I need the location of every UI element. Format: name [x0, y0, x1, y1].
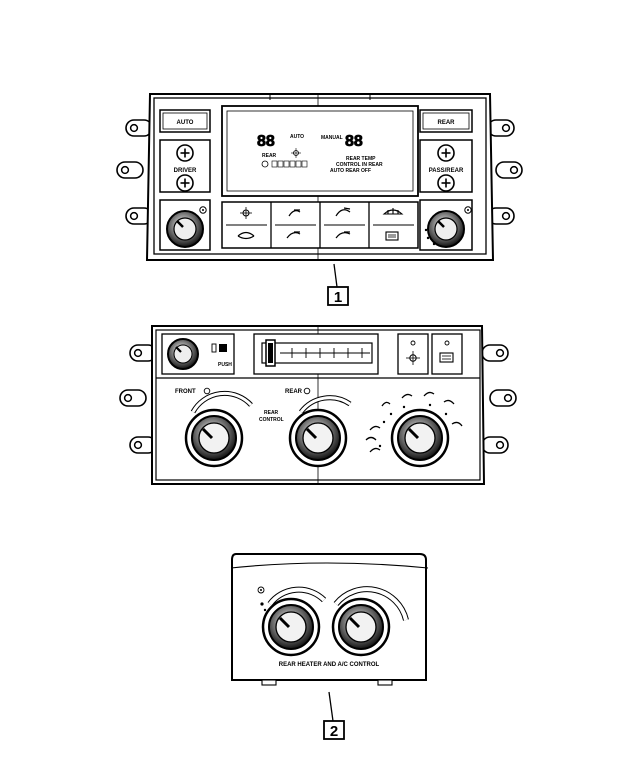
recirculation-icon — [237, 231, 255, 240]
defrost-icon — [382, 208, 404, 215]
fan-icon — [464, 206, 472, 214]
sun-icon — [406, 351, 420, 365]
fan-knob-right — [424, 210, 465, 248]
push-knob — [167, 338, 199, 370]
fan-icon — [203, 387, 211, 395]
display-digits-left: 88 — [257, 133, 275, 150]
push-label: PUSH — [218, 362, 232, 368]
vent-icon — [288, 209, 301, 217]
mode-knob — [390, 408, 450, 468]
mounting-ear — [481, 344, 509, 362]
mounting-ear — [125, 119, 153, 137]
mode-knob-left — [166, 210, 204, 248]
temp-down-left-button — [176, 174, 194, 192]
unit-manual-control: PUSH FRONT — [119, 325, 517, 485]
mode-button-group — [221, 201, 419, 249]
seat-icon — [219, 344, 227, 352]
mix-icon — [335, 231, 351, 239]
display-control-in-rear: CONTROL IN REAR — [336, 162, 383, 168]
mounting-ear — [487, 119, 515, 137]
display-auto-rear-off: AUTO REAR OFF — [330, 168, 371, 174]
sun-icon — [240, 207, 252, 219]
display-manual: MANUAL — [321, 135, 343, 141]
driver-label: DRIVER — [174, 168, 197, 174]
mounting-ear — [495, 161, 523, 179]
fan-icon — [199, 206, 207, 214]
unit-1-automatic-control: AUTO DRIVER 88 AUTO MANUAL 88 REAR — [116, 93, 523, 306]
rear-defrost-icon — [385, 231, 399, 241]
rear-fan-knob — [288, 408, 348, 468]
callout-1: 1 — [334, 289, 342, 306]
rear-defrost-icon — [439, 352, 454, 363]
floor-icon — [286, 231, 301, 239]
fan-icon — [303, 387, 311, 395]
temp-up-right-button — [437, 144, 455, 162]
fan-icon — [211, 343, 217, 353]
callout-2: 2 — [330, 723, 338, 740]
unit-2-rear-control: REAR HEATER AND A/C CONTROL 2 — [230, 553, 429, 740]
display-auto: AUTO — [290, 134, 304, 140]
rear-fan-knob — [261, 597, 321, 657]
mounting-ear — [119, 389, 147, 407]
temp-down-right-button — [437, 174, 455, 192]
rear-label: REAR — [285, 389, 303, 395]
front-fan-knob — [184, 408, 244, 468]
bi-level-icon — [335, 207, 351, 217]
mode-icons — [365, 391, 463, 453]
rear-control-label-1: REAR — [264, 410, 279, 416]
pass-rear-label: PASS/REAR — [429, 168, 464, 174]
display-rear: REAR — [262, 153, 277, 159]
fan-icon — [257, 586, 265, 594]
rear-button-label: REAR — [437, 120, 455, 126]
display-digits-right: 88 — [345, 133, 363, 150]
rear-control-label-2: CONTROL — [259, 417, 284, 423]
temperature-slider — [261, 339, 373, 367]
display-rear-temp: REAR TEMP — [346, 156, 376, 162]
temp-up-left-button — [176, 144, 194, 162]
auto-button-label: AUTO — [177, 120, 194, 126]
front-label: FRONT — [175, 389, 196, 395]
mounting-ear — [116, 161, 144, 179]
lcd-display: 88 AUTO MANUAL 88 REAR REAR TEMP CONTROL… — [257, 133, 383, 174]
mounting-ear — [481, 436, 509, 454]
rear-heater-label: REAR HEATER AND A/C CONTROL — [279, 662, 380, 668]
fan-speed-bar — [261, 160, 308, 168]
mounting-ear — [489, 389, 517, 407]
rear-temp-knob — [331, 597, 391, 657]
sun-icon — [291, 148, 301, 158]
